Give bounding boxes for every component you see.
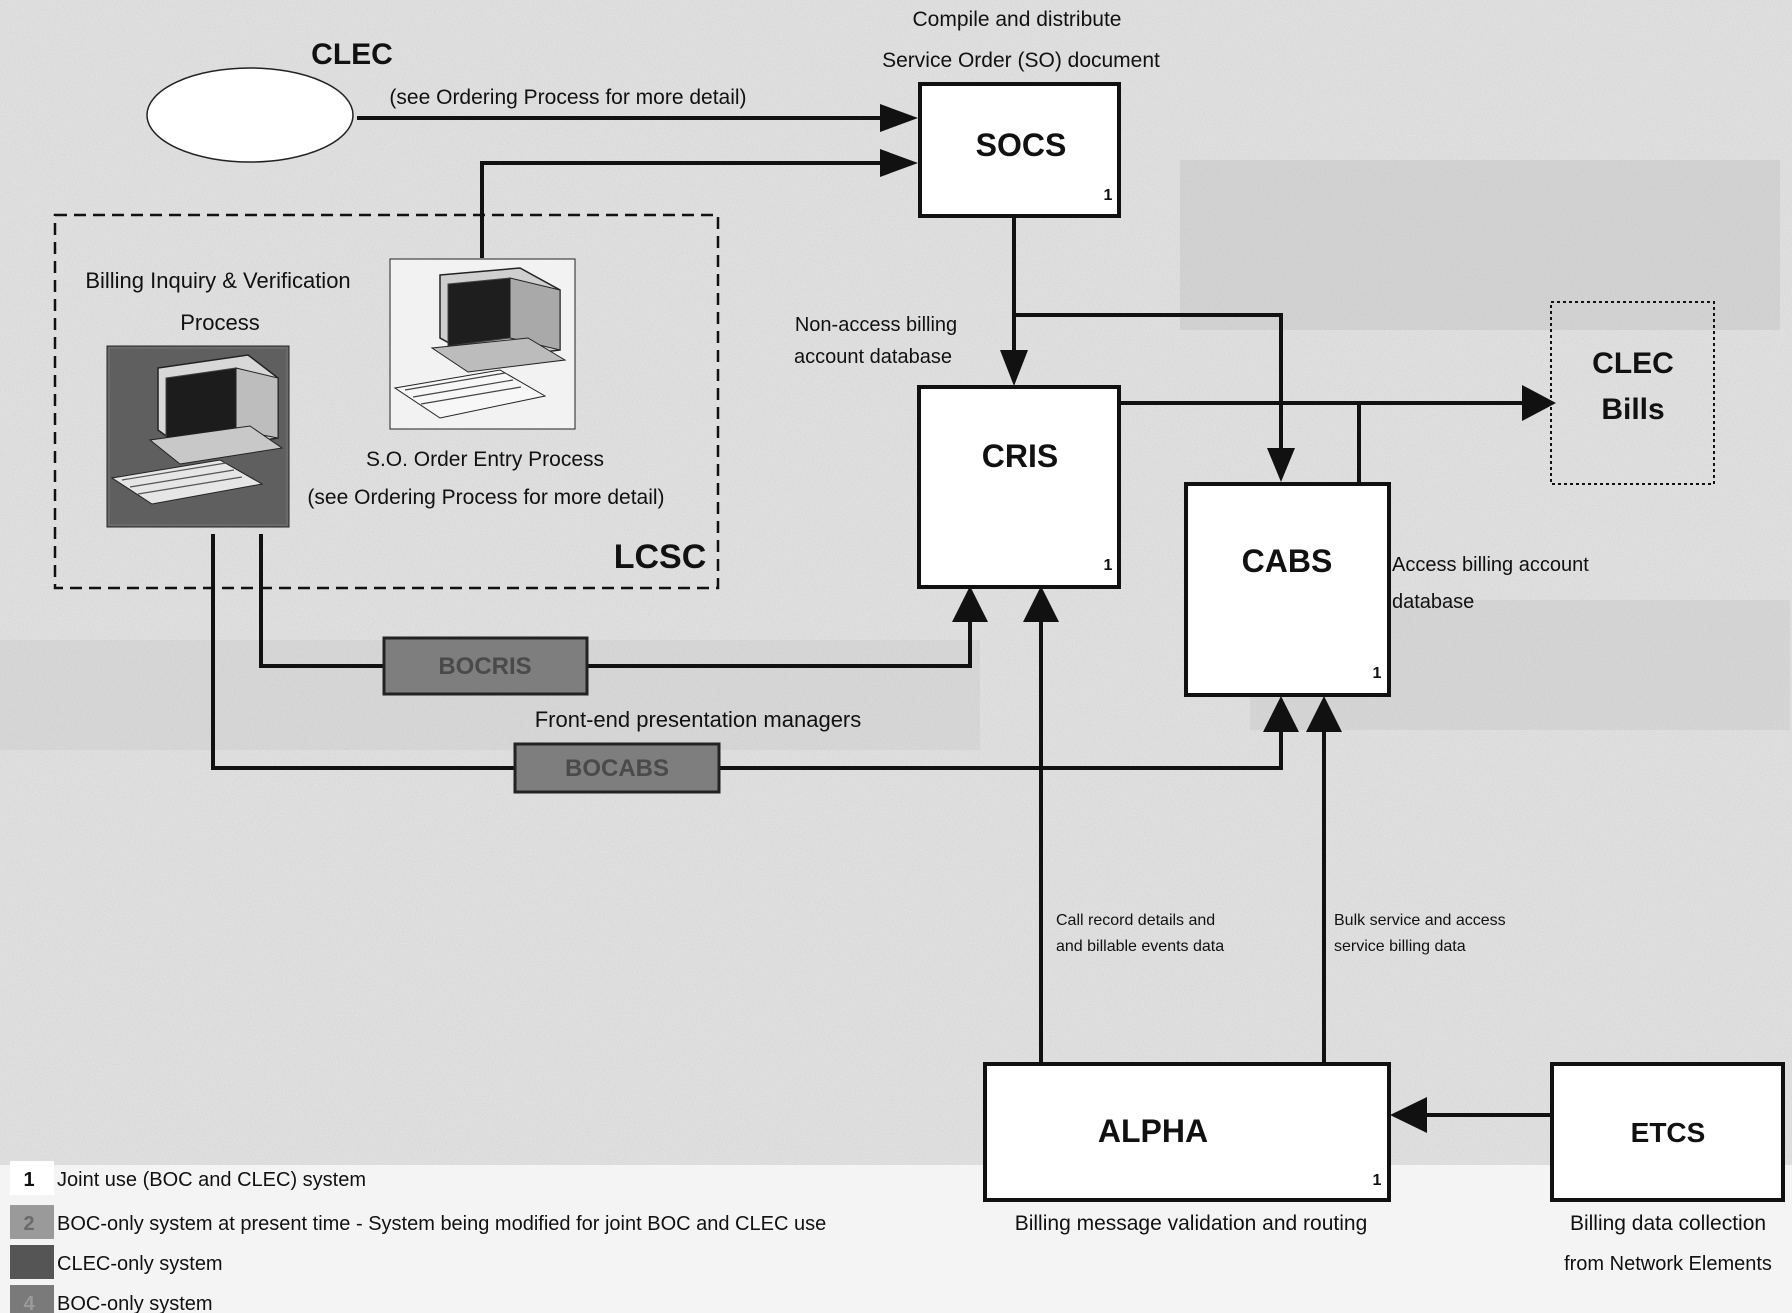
etcs-caption-2: from Network Elements	[1564, 1253, 1772, 1275]
legend-swatch-1	[10, 1161, 54, 1195]
clec-bills-line-1: CLEC	[1592, 347, 1674, 380]
alpha-cabs-note-1: Bulk service and access	[1334, 912, 1506, 929]
legend-text-1: Joint use (BOC and CLEC) system	[57, 1169, 366, 1191]
bocabs-arrowhead	[1263, 696, 1299, 732]
alpha-cris-note-2: and billable events data	[1056, 938, 1224, 955]
legend-text-4: BOC-only system	[57, 1293, 213, 1313]
billing-inquiry-label-1: Billing Inquiry & Verification	[85, 268, 350, 293]
legend-swatch-2	[10, 1205, 54, 1239]
bocris-box[interactable]	[382, 636, 589, 696]
lcsc-title: LCSC	[614, 538, 707, 576]
legend-text-3: CLEC-only system	[57, 1253, 223, 1275]
socs-box[interactable]	[918, 82, 1121, 218]
legend-marker-1: 1	[23, 1169, 34, 1191]
alpha-caption: Billing message validation and routing	[1015, 1212, 1368, 1235]
cris-to-bills-arrowhead	[1522, 385, 1556, 421]
legend: 1 Joint use (BOC and CLEC) system 2 BOC-…	[10, 1161, 826, 1313]
clec-ellipse[interactable]	[146, 67, 354, 163]
socs-caption-2: Service Order (SO) document	[882, 49, 1160, 72]
cris-title: CRIS	[982, 438, 1058, 474]
legend-swatch-3	[10, 1245, 54, 1279]
socs-to-cabs-arrowhead	[1267, 448, 1295, 482]
cabs-marker: 1	[1373, 665, 1382, 682]
etcs-to-alpha-arrowhead	[1390, 1097, 1427, 1133]
so-entry-to-socs-arrowhead	[880, 149, 918, 177]
so-entry-label-1: S.O. Order Entry Process	[366, 448, 604, 471]
alpha-cris-note-1: Call record details and	[1056, 912, 1215, 929]
so-entry-label-2: (see Ordering Process for more detail)	[307, 486, 664, 509]
front-end-label: Front-end presentation managers	[535, 707, 862, 732]
legend-marker-2: 2	[23, 1213, 34, 1235]
clec-to-socs-arrowhead	[880, 104, 918, 132]
socs-title: SOCS	[976, 127, 1067, 163]
legend-swatch-4	[10, 1285, 54, 1313]
billing-inquiry-label-2: Process	[180, 310, 259, 335]
bocabs-box[interactable]	[513, 742, 721, 794]
cris-note-1: Non-access billing	[795, 314, 957, 336]
socs-marker: 1	[1104, 187, 1113, 204]
alpha-marker: 1	[1373, 1172, 1382, 1189]
clec-title: CLEC	[311, 38, 393, 71]
bocris-link	[259, 534, 972, 668]
lcsc-region	[53, 213, 720, 590]
cabs-note-2: database	[1392, 591, 1474, 613]
clec-note: (see Ordering Process for more detail)	[389, 86, 746, 109]
cris-box[interactable]	[917, 385, 1121, 589]
cris-note-2: account database	[794, 346, 952, 368]
alpha-box[interactable]	[983, 1062, 1391, 1202]
bocris-arrowhead	[952, 586, 988, 622]
socs-to-cris-arrowhead	[1000, 350, 1028, 386]
alpha-to-cabs-arrowhead	[1306, 696, 1342, 732]
legend-marker-4: 4	[23, 1293, 35, 1313]
bocabs-label: BOCABS	[565, 755, 669, 782]
socs-caption-1: Compile and distribute	[913, 8, 1122, 31]
bocabs-link	[211, 534, 1283, 770]
alpha-title: ALPHA	[1098, 1113, 1208, 1149]
etcs-title: ETCS	[1631, 1117, 1706, 1148]
billing-inquiry-computer-icon[interactable]	[106, 345, 290, 528]
etcs-caption-1: Billing data collection	[1570, 1212, 1766, 1235]
cabs-note-1: Access billing account	[1392, 554, 1589, 576]
cris-marker: 1	[1104, 557, 1113, 574]
cabs-title: CABS	[1242, 543, 1333, 579]
legend-marker-3: 3	[23, 1253, 34, 1275]
bocris-label: BOCRIS	[438, 653, 531, 680]
alpha-cabs-note-2: service billing data	[1334, 938, 1466, 955]
clec-bills-box[interactable]	[1550, 301, 1715, 485]
legend-text-2: BOC-only system at present time - System…	[57, 1213, 826, 1235]
alpha-to-cris-arrowhead	[1023, 586, 1059, 622]
so-entry-computer-icon[interactable]	[389, 258, 576, 430]
clec-bills-line-2: Bills	[1601, 393, 1664, 426]
etcs-box[interactable]	[1550, 1062, 1785, 1202]
so-entry-to-socs-arrow	[480, 161, 880, 258]
cabs-box[interactable]	[1184, 482, 1391, 697]
